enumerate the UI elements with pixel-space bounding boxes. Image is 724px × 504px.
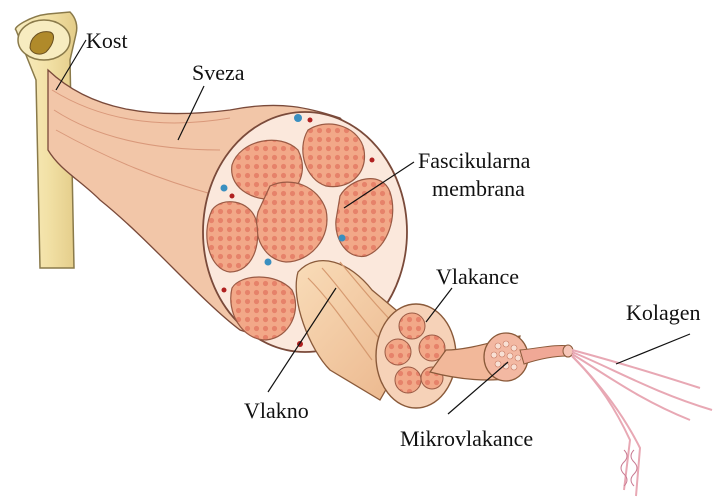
label-sveza: Sveza bbox=[192, 60, 245, 85]
label-mikrovlakance: Mikrovlakance bbox=[400, 426, 533, 451]
label-vlakno: Vlakno bbox=[244, 398, 309, 423]
microfibril-and-collagen bbox=[520, 345, 712, 496]
fascicle bbox=[207, 202, 258, 272]
fascicle bbox=[303, 124, 365, 187]
label-vlakance: Vlakance bbox=[436, 264, 519, 289]
label-fascikularna: Fascikularna bbox=[418, 148, 531, 173]
label-kolagen: Kolagen bbox=[626, 300, 701, 325]
label-kost: Kost bbox=[86, 28, 128, 53]
label-membrana: membrana bbox=[432, 176, 525, 201]
